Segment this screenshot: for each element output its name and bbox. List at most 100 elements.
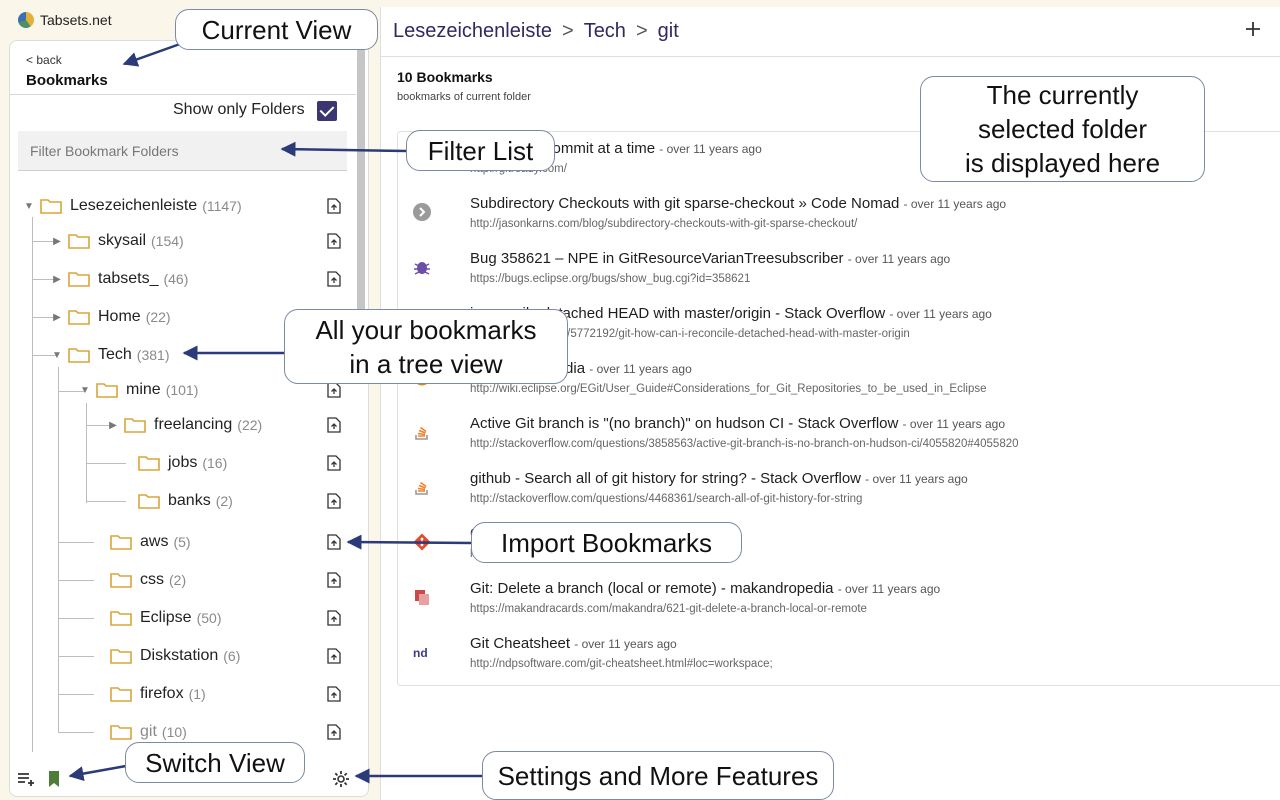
callout-current-view: Current View xyxy=(175,9,378,50)
bookmark-title[interactable]: github - Search all of git history for s… xyxy=(470,470,861,487)
bookmark-url[interactable]: http://ndpsoftware.com/git-cheatsheet.ht… xyxy=(470,658,773,670)
import-bookmarks-icon[interactable] xyxy=(327,233,341,249)
bookmark-item[interactable]: Git: Delete a branch (local or remote) -… xyxy=(398,572,1280,624)
tree-folder-row[interactable]: ▼mine(101) xyxy=(78,378,198,402)
callout-text: The currently xyxy=(986,80,1139,110)
import-bookmarks-icon[interactable] xyxy=(327,610,341,626)
tree-folder-row[interactable]: ▶freelancing(22) xyxy=(106,413,262,437)
bookmark-count-title: 10 Bookmarks xyxy=(397,69,493,85)
breadcrumb-item[interactable]: Lesezeichenleiste xyxy=(393,20,552,42)
tree-folder-row[interactable]: aws(5) xyxy=(92,530,191,554)
bookmark-title[interactable]: Bug 358621 – NPE in GitResourceVarianTre… xyxy=(470,250,844,267)
tree-folder-row[interactable]: git(10) xyxy=(92,720,187,744)
import-bookmarks-icon[interactable] xyxy=(327,198,341,214)
tree-folder-count: (2) xyxy=(169,572,187,588)
import-bookmarks-icon[interactable] xyxy=(327,417,341,433)
bookmark-age: - over 11 years ago xyxy=(659,142,762,156)
bookmark-item[interactable]: i reconcile detached HEAD with master/or… xyxy=(398,297,1280,349)
tree-folder-label: mine xyxy=(126,381,161,398)
bookmark-title-line[interactable]: Git Cheatsheet - over 11 years ago xyxy=(470,635,677,652)
bookmark-url[interactable]: http://jasonkarns.com/blog/subdirectory-… xyxy=(470,218,858,230)
folder-icon xyxy=(40,199,62,214)
bookmark-url[interactable]: flow.com/questions/5772192/git-how-can-i… xyxy=(470,328,910,340)
tree-folder-row[interactable]: Eclipse(50) xyxy=(92,606,221,630)
tree-folder-row[interactable]: ▼Tech(381) xyxy=(50,343,169,367)
tree-folder-row[interactable]: jobs(16) xyxy=(120,451,227,475)
caret-right-icon[interactable]: ▶ xyxy=(53,273,61,285)
bookmark-url[interactable]: https://makandracards.com/makandra/621-g… xyxy=(470,603,867,615)
bookmark-title-line[interactable]: Active Git branch is "(no branch)" on hu… xyxy=(470,415,1005,432)
plus-icon[interactable] xyxy=(1243,19,1263,39)
tree-folder-count: (1147) xyxy=(202,198,242,214)
back-link[interactable]: < back xyxy=(26,53,62,67)
bookmark-title[interactable]: i reconcile detached HEAD with master/or… xyxy=(470,305,886,322)
caret-down-icon[interactable]: ▼ xyxy=(24,200,34,212)
tree-guide-line xyxy=(58,656,94,657)
tree-folder-row[interactable]: banks(2) xyxy=(120,489,233,513)
git-logo-icon xyxy=(413,533,431,551)
bookmark-title-line[interactable]: Bug 358621 – NPE in GitResourceVarianTre… xyxy=(470,250,950,267)
stackoverflow-icon xyxy=(415,426,428,440)
tree-folder-row[interactable]: ▶tabsets_(46) xyxy=(50,267,188,291)
bookmark-title[interactable]: Subdirectory Checkouts with git sparse-c… xyxy=(470,195,900,212)
bookmark-title[interactable]: Git Cheatsheet xyxy=(470,635,571,652)
tree-folder-row[interactable]: ▼ Lesezeichenleiste(1147) xyxy=(22,194,242,218)
import-bookmarks-icon[interactable] xyxy=(327,572,341,588)
bookmark-item[interactable]: Bug 358621 – NPE in GitResourceVarianTre… xyxy=(398,242,1280,294)
caret-down-icon[interactable]: ▼ xyxy=(52,349,62,361)
tree-folder-label: Lesezeichenleiste xyxy=(70,197,198,214)
import-bookmarks-icon[interactable] xyxy=(327,455,341,471)
bookmark-url[interactable]: http://stackoverflow.com/questions/38585… xyxy=(470,438,1019,450)
import-bookmarks-icon[interactable] xyxy=(327,686,341,702)
bookmark-url[interactable]: http://stackoverflow.com/questions/44683… xyxy=(470,493,863,505)
tree-folder-row[interactable]: css(2) xyxy=(92,568,186,592)
tree-folder-row[interactable]: Diskstation(6) xyxy=(92,644,240,668)
import-bookmarks-icon[interactable] xyxy=(327,382,341,398)
import-bookmarks-icon[interactable] xyxy=(327,493,341,509)
bookmark-title-line[interactable]: Git: Delete a branch (local or remote) -… xyxy=(470,580,940,597)
tree-folder-label: git xyxy=(140,723,157,740)
caret-right-icon[interactable]: ▶ xyxy=(53,235,61,247)
callout-selected-folder: The currently selected folder is display… xyxy=(920,76,1205,182)
bookmark-age: - over 11 years ago xyxy=(903,197,1007,211)
folder-icon xyxy=(110,573,132,588)
add-list-icon[interactable] xyxy=(16,769,36,789)
import-bookmarks-icon[interactable] xyxy=(327,648,341,664)
tree-scrollbar[interactable] xyxy=(357,41,365,351)
gear-icon[interactable] xyxy=(331,769,351,789)
bookmark-title[interactable]: Git: Delete a branch (local or remote) -… xyxy=(470,580,834,597)
breadcrumb-item[interactable]: Tech xyxy=(583,20,626,42)
callout-tree-view: All your bookmarks in a tree view xyxy=(284,309,568,384)
import-bookmarks-icon[interactable] xyxy=(327,724,341,740)
bookmark-item[interactable]: Active Git branch is "(no branch)" on hu… xyxy=(398,407,1280,459)
tree-folder-label: banks xyxy=(168,492,211,509)
folder-icon xyxy=(68,310,90,325)
show-only-folders-checkbox[interactable] xyxy=(317,101,337,121)
tree-folder-label: firefox xyxy=(140,685,184,702)
bookmark-item[interactable]: github - Search all of git history for s… xyxy=(398,462,1280,514)
tree-folder-count: (381) xyxy=(136,347,170,363)
bookmark-url[interactable]: https://bugs.eclipse.org/bugs/show_bug.c… xyxy=(470,273,751,285)
import-bookmarks-icon[interactable] xyxy=(327,534,341,550)
import-bookmarks-icon[interactable] xyxy=(327,271,341,287)
breadcrumb-separator: > xyxy=(562,20,574,42)
bookmark-title-line[interactable]: Subdirectory Checkouts with git sparse-c… xyxy=(470,195,1006,212)
folder-icon xyxy=(96,383,118,398)
caret-down-icon[interactable]: ▼ xyxy=(80,384,90,396)
tree-folder-row[interactable]: firefox(1) xyxy=(92,682,206,706)
bookmark-title-line[interactable]: github - Search all of git history for s… xyxy=(470,470,968,487)
bookmark-url[interactable]: http://wiki.eclipse.org/EGit/User_Guide#… xyxy=(470,383,987,395)
bookmark-title[interactable]: Active Git branch is "(no branch)" on hu… xyxy=(470,415,899,432)
tree-guide-line xyxy=(58,391,84,392)
folder-icon xyxy=(138,494,160,509)
bookmark-title-line[interactable]: i reconcile detached HEAD with master/or… xyxy=(470,305,992,322)
tree-folder-row[interactable]: ▶Home(22) xyxy=(50,305,170,329)
bookmark-item[interactable]: Subdirectory Checkouts with git sparse-c… xyxy=(398,187,1280,239)
tree-folder-label: freelancing xyxy=(154,416,233,433)
caret-right-icon[interactable]: ▶ xyxy=(53,311,61,323)
caret-right-icon[interactable]: ▶ xyxy=(109,419,117,431)
bookmark-icon[interactable] xyxy=(44,769,64,789)
tree-folder-row[interactable]: ▶skysail(154) xyxy=(50,229,184,253)
tree-folder-label: jobs xyxy=(168,454,198,471)
